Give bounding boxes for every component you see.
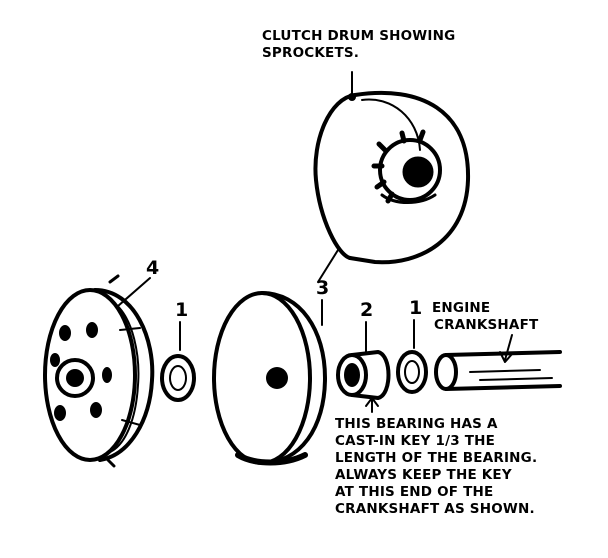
bearing-note-line: CRANKSHAFT AS SHOWN. — [335, 501, 535, 517]
drum-link-leader — [317, 249, 339, 283]
crankshaft-arrow-icon — [499, 334, 513, 363]
engine-note-line: ENGINE — [432, 300, 491, 316]
bearing-note-line: THIS BEARING HAS A — [335, 416, 498, 432]
sprocket-icon — [371, 129, 442, 204]
bearing-arrow-icon — [365, 397, 379, 413]
bearing-note: THIS BEARING HAS A CAST-IN KEY 1/3 THE L… — [335, 416, 537, 518]
washer-right — [396, 350, 428, 394]
part-number-1-left: 1 — [175, 299, 189, 321]
drum-note-line: CLUTCH DRUM SHOWING — [262, 28, 456, 44]
engine-crankshaft — [434, 350, 562, 391]
engine-note: ENGINE CRANKSHAFT — [432, 300, 538, 334]
bearing-note-line: AT THIS END OF THE — [335, 484, 494, 500]
drum-note: CLUTCH DRUM SHOWING SPROCKETS. — [262, 28, 455, 62]
part-number-3: 3 — [316, 277, 330, 299]
clutch-drum — [212, 291, 327, 466]
washer-left — [160, 354, 196, 402]
clutch-assembly — [43, 274, 155, 468]
bearing-note-line: CAST-IN KEY 1/3 THE — [335, 433, 496, 449]
bearing — [336, 350, 391, 400]
bearing-note-line: LENGTH OF THE BEARING. — [335, 450, 538, 466]
bearing-note-line: ALWAYS KEEP THE KEY — [335, 467, 512, 483]
engine-note-line: CRANKSHAFT — [434, 317, 539, 333]
part-number-2: 2 — [360, 299, 374, 321]
clutch-drum-sprockets — [313, 90, 471, 265]
drum-note-line: SPROCKETS. — [262, 45, 360, 61]
part-number-4: 4 — [146, 257, 160, 279]
part-4-leader — [117, 277, 151, 307]
part-number-1-right: 1 — [409, 297, 423, 319]
